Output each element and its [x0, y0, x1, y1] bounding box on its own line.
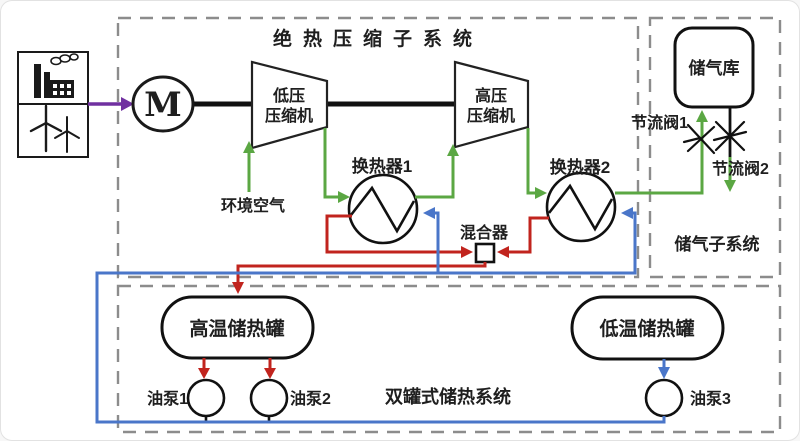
power-line [88, 97, 134, 111]
hp-compressor-label-1: 高压 [475, 86, 507, 105]
oil-pump-3 [644, 378, 684, 418]
hot-tank-in-arrow [232, 282, 244, 294]
pipe-branch-hx1 [434, 211, 440, 273]
storage-system-label: 双罐式储热系统 [385, 386, 511, 407]
air-intake-arrow [243, 141, 255, 153]
gas-storage: 储气库 [673, 26, 755, 109]
hp-compressor-label-2: 压缩机 [467, 106, 515, 125]
throttle2-label: 节流阀2 [712, 159, 769, 178]
diagram-title: 绝热压缩子系统 [273, 27, 483, 50]
hot-tank: 高温储热罐 [160, 295, 315, 360]
compression-subsystem-box [116, 16, 640, 279]
hx1-air-in-arrow [338, 191, 350, 203]
pipe-hx2-to-cavern [615, 120, 704, 195]
factory-icon [34, 53, 79, 98]
hx2-label: 换热器2 [550, 157, 610, 177]
lp-compressor-label-2: 压缩机 [265, 106, 313, 125]
mixer-in-right-arrow [497, 246, 509, 258]
pipe-lp-to-hx1 [323, 128, 338, 199]
cold-tank-label: 低温储热罐 [598, 317, 694, 340]
hot-tank-label: 高温储热罐 [189, 317, 284, 340]
hx1-coil-icon [349, 185, 416, 234]
heat-exchanger-2 [545, 171, 617, 243]
pump1-in-arrow [198, 368, 210, 379]
pump3-in-arrow [658, 367, 670, 379]
wind-turbine-icon [29, 104, 80, 153]
air-flow-lines [243, 110, 736, 203]
discharge-arrow [724, 180, 736, 192]
oil-pump-2 [249, 378, 289, 418]
pipe-hx1-to-mixer [325, 214, 461, 254]
heat-exchanger-1 [347, 173, 419, 245]
cold-oil-lines [95, 207, 670, 424]
cavern-in-arrow [696, 110, 708, 122]
motor: M [131, 75, 195, 133]
gas-storage-label: 储气库 [689, 58, 740, 78]
power-source-box [17, 51, 89, 158]
lp-compressor: 低压 压缩机 [250, 60, 329, 150]
pump2-in-arrow [264, 368, 276, 379]
throttle1-label: 节流阀1 [631, 113, 688, 132]
hx2-coil-icon [547, 183, 614, 232]
pump3-label: 油泵3 [690, 389, 731, 408]
mixer [474, 242, 496, 264]
mixer-in-left-arrow [461, 246, 473, 258]
gas-storage-subsystem-box [648, 16, 782, 279]
hx1-cold-in-arrow [423, 207, 435, 219]
throttle-valve-2-icon [712, 120, 748, 152]
pipe-hx1-to-hp [415, 153, 455, 199]
ambient-air-label: 环境空气 [221, 196, 285, 215]
hx2-air-in-arrow [535, 187, 547, 199]
pipe-cold-loop [95, 211, 666, 424]
hp-compressor: 高压 压缩机 [453, 60, 530, 149]
hp-in-arrow [447, 144, 459, 156]
oil-pump-1 [186, 378, 226, 418]
lp-compressor-label-1: 低压 [272, 86, 305, 105]
throttle-valve-1-icon [682, 123, 716, 155]
heat-storage-subsystem-box [116, 284, 782, 434]
pump1-label: 油泵1 [147, 389, 188, 408]
pump2-label: 油泵2 [290, 389, 331, 408]
pipe-hx2-to-mixer [509, 216, 549, 254]
gas-subsystem-label: 储气子系统 [675, 234, 760, 254]
cold-tank: 低温储热罐 [570, 295, 725, 361]
hx2-cold-in-arrow [621, 207, 633, 219]
pipe-hp-to-hx2 [526, 128, 535, 195]
power-arrow [121, 97, 134, 111]
mixer-label: 混合器 [460, 223, 509, 242]
hx1-label: 换热器1 [352, 156, 412, 176]
motor-label: M [144, 85, 182, 125]
